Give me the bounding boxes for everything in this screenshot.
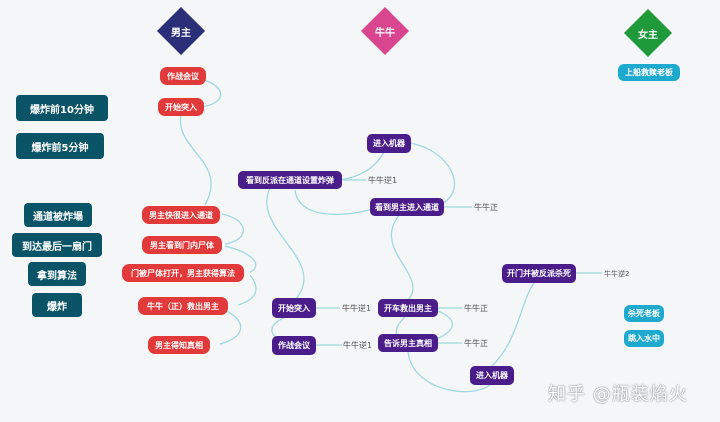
timeline-item[interactable]: 到达最后一扇门: [12, 233, 102, 257]
niuniu-node[interactable]: 看到反派在通道设置炸弹: [238, 171, 342, 189]
male-node[interactable]: 男主得知真相: [148, 336, 210, 354]
path-tag: 牛牛逆1: [368, 176, 398, 185]
timeline-item[interactable]: 拿到算法: [28, 262, 86, 286]
male-node[interactable]: 牛牛（正）救出男主: [138, 297, 228, 315]
timeline-item[interactable]: 爆炸前5分钟: [16, 133, 104, 159]
female-node[interactable]: 跳入水中: [624, 330, 664, 347]
path-tag: 牛牛正: [464, 339, 488, 348]
path-tag: 牛牛逆1: [343, 341, 373, 350]
path-tag: 牛牛正: [474, 203, 498, 212]
watermark: 知乎 @瓶装焰火: [548, 384, 688, 405]
female-node[interactable]: 上船救赎老板: [618, 64, 680, 81]
wire: [179, 109, 212, 206]
wire: [294, 189, 381, 216]
female-node[interactable]: 杀死老板: [624, 305, 664, 322]
wire: [219, 307, 242, 345]
niuniu-node[interactable]: 作战会议: [272, 336, 316, 355]
timeline-item[interactable]: 爆炸前10分钟: [16, 95, 108, 121]
wire: [409, 142, 455, 206]
niuniu-node[interactable]: 告诉男主真相: [378, 334, 438, 352]
niuniu-node[interactable]: 开车救出男主: [378, 299, 438, 317]
wire: [224, 245, 257, 273]
niuniu-node[interactable]: 进入机器: [470, 366, 514, 385]
wire: [489, 281, 536, 369]
wire: [237, 274, 257, 306]
male-header-label: 男主: [171, 27, 191, 39]
male-node[interactable]: 门被尸体打开，男主获得算法: [122, 264, 244, 282]
female-header-label: 女主: [638, 29, 658, 41]
wire: [266, 187, 305, 301]
wire: [407, 349, 491, 393]
male-node[interactable]: 开始突入: [158, 98, 204, 116]
niuniu-node[interactable]: 看到男主进入通道: [370, 198, 444, 216]
male-node[interactable]: 作战会议: [160, 67, 206, 85]
path-tag: 牛牛逆1: [342, 304, 372, 313]
niuniu-node[interactable]: 进入机器: [367, 134, 411, 153]
male-node[interactable]: 男主看到门内尸体: [142, 236, 222, 254]
male-node[interactable]: 男主快很进入通道: [142, 206, 220, 224]
niuniu-node[interactable]: 开门并被反派杀死: [502, 264, 576, 283]
timeline-item[interactable]: 通道被炸塌: [24, 203, 92, 227]
path-tag: 牛牛逆2: [604, 270, 630, 278]
timeline-item[interactable]: 爆炸: [32, 293, 82, 317]
wire: [221, 213, 244, 245]
wire: [390, 213, 414, 301]
path-tag: 牛牛正: [464, 304, 488, 313]
niuniu-header-label: 牛牛: [375, 27, 395, 39]
niuniu-node[interactable]: 开始突入: [272, 298, 316, 318]
